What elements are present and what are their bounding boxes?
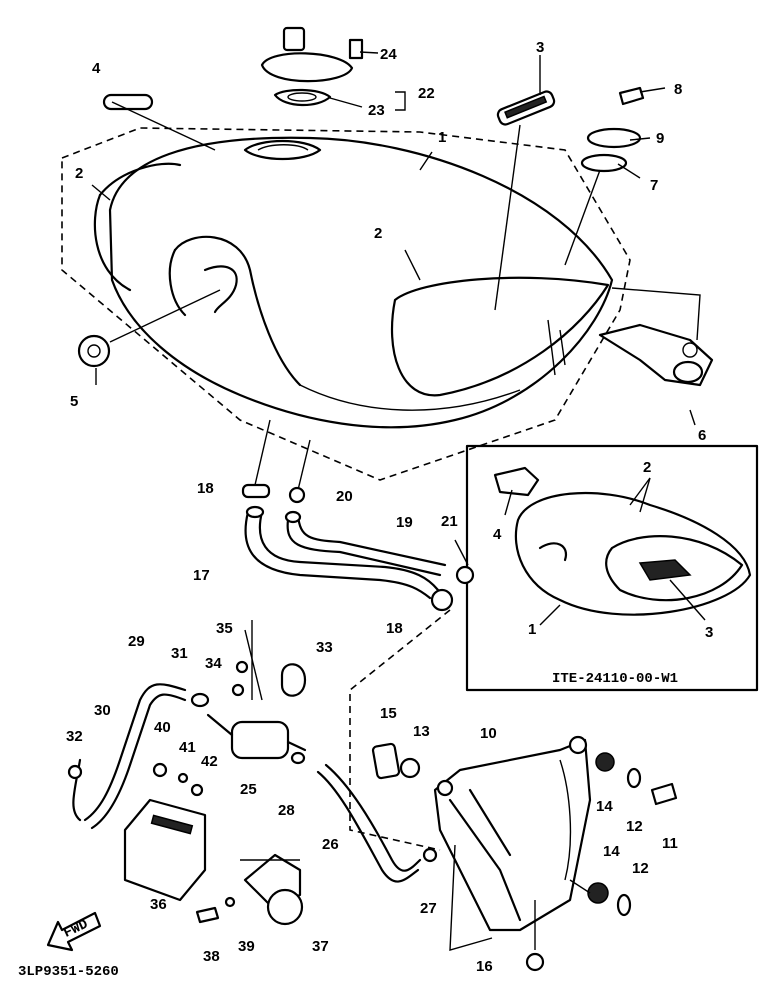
callout-37: 37 [312, 938, 329, 955]
callout-23: 23 [368, 102, 385, 119]
callout-25: 25 [240, 781, 257, 798]
callout-26: 26 [322, 836, 339, 853]
part-9-bracket [586, 127, 642, 149]
callout-10: 10 [480, 725, 497, 742]
callout-30: 30 [94, 702, 111, 719]
callout-3-inset: 3 [705, 624, 713, 641]
callout-14-b: 14 [603, 843, 620, 860]
callout-38: 38 [203, 948, 220, 965]
callout-1: 1 [438, 129, 446, 146]
callout-5: 5 [70, 393, 78, 410]
fuel-pump-area [67, 620, 422, 926]
fuel-cap [260, 26, 364, 107]
callout-22: 22 [418, 85, 435, 102]
inset-code: ITE-24110-00-W1 [552, 671, 678, 687]
callout-24: 24 [380, 46, 397, 63]
fwd-arrow-icon [46, 911, 102, 952]
callout-18: 18 [197, 480, 214, 497]
callout-12-b: 12 [632, 860, 649, 877]
callout-28: 28 [278, 802, 295, 819]
callout-16: 16 [476, 958, 493, 975]
callout-19: 19 [396, 514, 413, 531]
callout-2: 2 [75, 165, 83, 182]
callout-7: 7 [650, 177, 658, 194]
callout-17: 17 [193, 567, 210, 584]
callout-4: 4 [92, 60, 101, 77]
callout-21: 21 [441, 513, 458, 530]
callout-41: 41 [179, 739, 196, 756]
callout-40: 40 [154, 719, 171, 736]
callout-6: 6 [698, 427, 706, 444]
callout-2-b: 2 [374, 225, 382, 242]
callout-8: 8 [674, 81, 682, 98]
callout-36: 36 [150, 896, 167, 913]
leader-lines [91, 51, 701, 426]
callout-labels: 1 1 2 2 2 3 3 4 4 5 6 7 8 9 10 11 12 12 … [66, 39, 713, 975]
callout-2-inset: 2 [643, 459, 651, 476]
callout-20: 20 [336, 488, 353, 505]
fuel-tank [61, 127, 631, 481]
callout-31: 31 [171, 645, 188, 662]
callout-3: 3 [536, 39, 544, 56]
callout-15: 15 [380, 705, 397, 722]
hoses [241, 419, 475, 851]
callout-27: 27 [420, 900, 437, 917]
callout-1-inset: 1 [528, 621, 536, 638]
callout-18-b: 18 [386, 620, 403, 637]
part-7-damper [580, 153, 628, 173]
canister-box [371, 735, 678, 972]
part-8-bolt [618, 86, 645, 106]
callout-12: 12 [626, 818, 643, 835]
callout-32: 32 [66, 728, 83, 745]
callout-39: 39 [238, 938, 255, 955]
callout-42: 42 [201, 753, 218, 770]
callout-9: 9 [656, 130, 664, 147]
callout-14: 14 [596, 798, 613, 815]
callout-29: 29 [128, 633, 145, 650]
callout-13: 13 [413, 723, 430, 740]
callout-11: 11 [662, 835, 678, 852]
callout-35: 35 [216, 620, 233, 637]
callout-4-inset: 4 [493, 526, 502, 543]
diagram-code: 3LP9351-5260 [18, 964, 119, 980]
part-4-strip [102, 93, 154, 111]
callout-34: 34 [205, 655, 222, 672]
callout-33: 33 [316, 639, 333, 656]
part-5-grommet [77, 334, 111, 368]
inset-box [465, 444, 759, 692]
